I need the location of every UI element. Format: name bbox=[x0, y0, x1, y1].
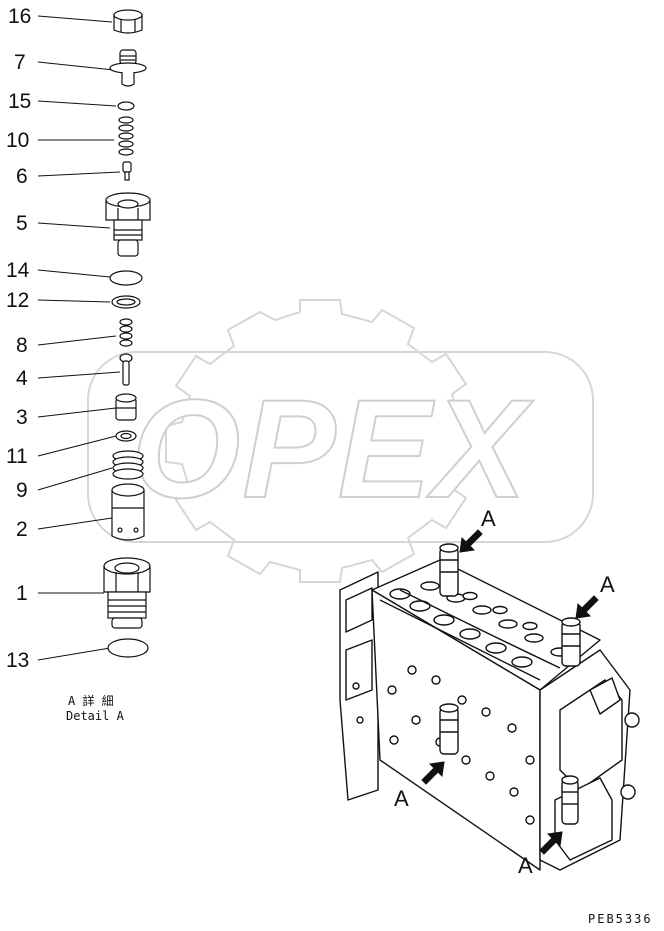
view-label-a-right: A bbox=[600, 572, 615, 597]
cartridge-bottom bbox=[561, 775, 579, 825]
callout-10: 10 bbox=[6, 129, 30, 152]
arrow-right bbox=[575, 595, 599, 619]
part-6-pin bbox=[122, 161, 132, 181]
arrow-top bbox=[459, 529, 483, 553]
part-10-spring bbox=[118, 116, 134, 156]
part-4-poppet bbox=[119, 353, 133, 386]
view-label-a-bottom: A bbox=[518, 853, 533, 878]
pointer-arrows bbox=[421, 529, 599, 855]
part-11-ring bbox=[115, 430, 137, 442]
callout-12: 12 bbox=[6, 289, 30, 312]
part-7-adjust-screw bbox=[109, 49, 147, 87]
part-5-body bbox=[105, 192, 151, 257]
callout-14: 14 bbox=[6, 259, 30, 282]
callout-16: 16 bbox=[8, 5, 32, 28]
callout-8: 8 bbox=[16, 334, 28, 357]
part-9-coil bbox=[112, 450, 144, 480]
part-13-o-ring bbox=[107, 638, 149, 658]
callout-13: 13 bbox=[6, 649, 30, 672]
drawing-code: PEB5336 bbox=[588, 912, 653, 926]
watermark-frame bbox=[87, 351, 594, 543]
cartridge-top bbox=[439, 543, 459, 597]
view-label-a-top: A bbox=[481, 506, 496, 531]
cartridge-right bbox=[561, 617, 581, 667]
callout-9: 9 bbox=[16, 479, 28, 502]
watermark-text: OPEX bbox=[131, 370, 534, 527]
callout-11: 11 bbox=[6, 445, 28, 468]
callout-2: 2 bbox=[16, 518, 28, 541]
detail-caption: A 詳 細 Detail A bbox=[66, 694, 124, 724]
callout-7: 7 bbox=[14, 51, 26, 74]
part-14-o-ring bbox=[109, 270, 143, 286]
view-label-a-front: A bbox=[394, 786, 409, 811]
leader-lines bbox=[37, 15, 121, 661]
detail-caption-jp: A 詳 細 bbox=[68, 694, 114, 708]
arrow-front bbox=[421, 761, 445, 785]
part-1-housing bbox=[103, 557, 151, 629]
valve-assembly bbox=[339, 543, 640, 871]
callout-4: 4 bbox=[16, 367, 28, 390]
exploded-parts bbox=[103, 9, 151, 658]
callout-6: 6 bbox=[16, 165, 28, 188]
callout-15: 15 bbox=[8, 90, 32, 113]
callout-3: 3 bbox=[16, 406, 28, 429]
part-3-seat bbox=[115, 393, 137, 421]
cartridge-front bbox=[439, 703, 459, 755]
part-8-spring bbox=[119, 318, 133, 347]
callout-1: 1 bbox=[16, 582, 28, 605]
part-12-backup-ring bbox=[111, 295, 141, 309]
detail-caption-en: Detail A bbox=[66, 709, 124, 723]
callout-5: 5 bbox=[16, 212, 28, 235]
watermark-gear bbox=[165, 299, 477, 583]
part-15-o-ring bbox=[117, 101, 135, 111]
arrow-bottom bbox=[539, 831, 563, 855]
part-16-cap-nut bbox=[113, 9, 143, 34]
part-2-sleeve bbox=[111, 483, 145, 541]
